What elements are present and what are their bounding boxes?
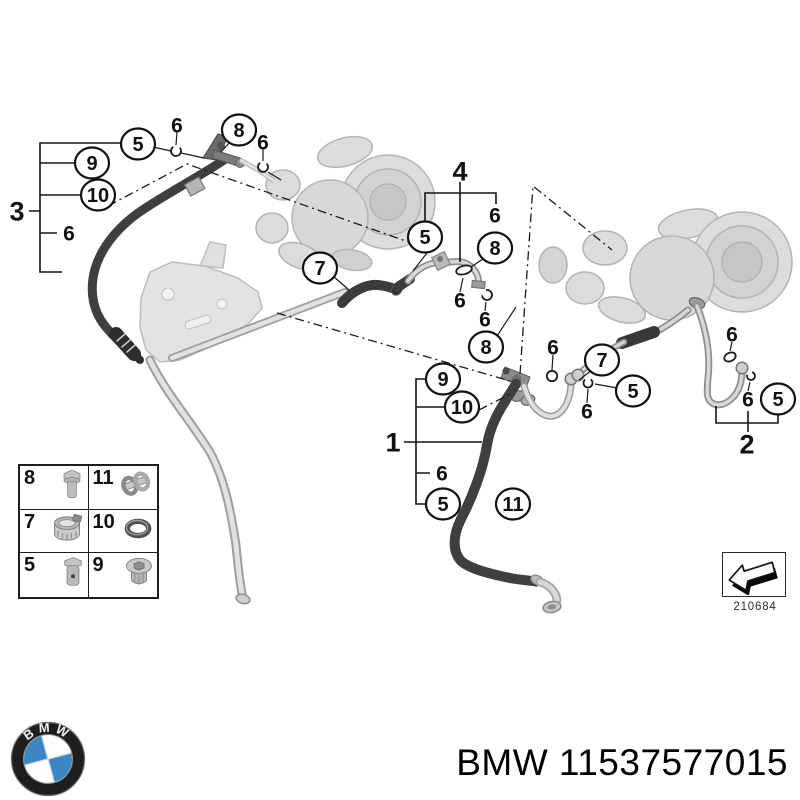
seal-rings [170,145,756,389]
callout-label-6: 6 [726,324,738,347]
legend-num: 11 [92,467,114,489]
callout-circle-5: 5 [424,487,462,521]
svg-text:8: 8 [233,120,244,142]
callout-circle-8: 8 [467,330,505,364]
leader-lines [152,131,751,404]
legend-cell-7: 7 [20,509,89,554]
svg-text:5: 5 [419,227,430,249]
coolant-hose-ghost [145,355,251,605]
callout-circle-10: 10 [79,178,117,212]
svg-text:7: 7 [596,350,607,372]
group-label-3: 3 [9,197,24,227]
o-ring-icon [122,515,154,546]
svg-text:10: 10 [87,185,109,207]
oil-feed-line-bank1 [168,250,486,362]
callout-circle-7: 7 [583,343,621,377]
hose-fitting-top [202,133,276,184]
callout-circle-9: 9 [424,362,462,396]
bracket-assembly-illustration [139,241,263,363]
callout-label-6: 6 [257,132,269,155]
svg-text:9: 9 [86,153,97,175]
direction-arrow-box [722,552,786,597]
svg-text:5: 5 [132,134,143,156]
svg-text:8: 8 [489,238,500,260]
part-number-text: BMW 11537577015 [456,742,788,783]
legend-num: 7 [24,510,36,533]
vent-hose-3 [87,155,229,364]
diagram-ref-code: 210684 [733,601,777,613]
legend-num: 5 [24,554,36,577]
direction-arrow-icon [723,561,784,599]
callout-circle-11: 11 [494,487,532,521]
callout-label-6: 6 [547,337,559,360]
double-clamp-icon [118,469,154,506]
callout-circle-9: 9 [73,146,111,180]
hex-bolt-icon [59,466,85,509]
coolant-hose-11 [449,379,562,614]
dash-dot-leaders [107,163,613,411]
legend-num: 8 [24,467,36,489]
svg-text:5: 5 [627,381,638,403]
legend-box: 8 11 7 [18,464,159,599]
svg-text:5: 5 [437,494,448,516]
svg-text:9: 9 [437,369,448,391]
bmw-logo: BMW [10,720,86,797]
callout-label-6: 6 [479,309,491,332]
callout-circle-5: 5 [119,127,157,161]
group-label-1: 1 [385,428,400,458]
legend-num: 9 [92,554,104,577]
hose-clamp-icon [49,511,85,550]
group-label-2: 2 [739,430,754,460]
group-brackets [29,142,779,505]
legend-cell-9: 9 [89,553,158,597]
callout-label-6: 6 [454,290,466,313]
legend-cell-10: 10 [88,510,157,554]
turbocharger-1-illustration [255,135,436,272]
svg-text:5: 5 [772,389,783,411]
callout-circle-8: 8 [476,231,514,265]
screw-plug-icon [124,555,154,596]
callout-circle-10: 10 [443,390,481,424]
svg-text:10: 10 [451,397,473,419]
callout-circle-5: 5 [406,220,444,254]
callout-circle-5: 5 [614,374,652,408]
callout-label-6: 6 [436,463,448,486]
legend-cell-8: 8 [20,466,89,510]
callout-circle-7: 7 [301,251,339,285]
turbocharger-2-illustration [538,208,793,324]
legend-num: 10 [92,510,115,533]
callout-circle-5: 5 [759,382,797,416]
callout-circle-8: 8 [220,113,258,147]
svg-text:7: 7 [314,258,325,280]
legend-cell-11: 11 [88,466,157,510]
callout-label-6: 6 [489,205,501,228]
svg-text:11: 11 [502,494,523,516]
banjo-bolt-icon [61,554,85,597]
svg-text:8: 8 [480,337,491,359]
callout-label-6: 6 [581,401,593,424]
callout-label-6: 6 [63,223,75,246]
legend-cell-5: 5 [20,553,89,597]
callout-label-6: 6 [171,115,183,138]
group-label-4: 4 [452,157,467,187]
callout-label-6: 6 [742,389,754,412]
